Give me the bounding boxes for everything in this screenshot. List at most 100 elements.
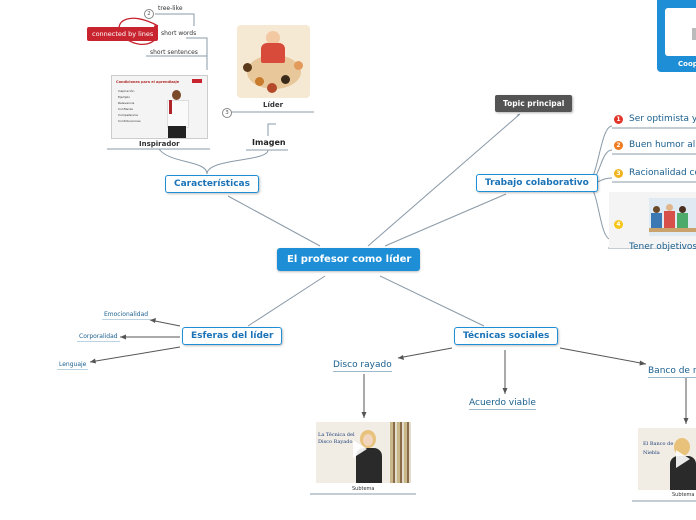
priority-1-icon: 1 xyxy=(614,115,623,124)
line-tecnicas-disco xyxy=(397,347,453,359)
team-member xyxy=(679,206,686,213)
tecnica-disco-rayado[interactable]: Disco rayado xyxy=(333,360,392,372)
disco-subtema-label: Subtema xyxy=(352,486,375,492)
team-member xyxy=(653,206,660,213)
line-root-caracteristicas xyxy=(227,195,321,247)
banco-subtema-label: Subtema xyxy=(672,492,695,498)
topic-caracteristicas[interactable]: Características xyxy=(165,175,259,193)
line-esferas-lenguaje xyxy=(89,346,181,363)
table xyxy=(649,228,696,232)
topic-trabajo-label: Trabajo colaborativo xyxy=(485,178,589,188)
team-member xyxy=(664,211,675,229)
badge-3: 3 xyxy=(222,108,232,118)
coop-label: Coop xyxy=(678,60,696,68)
disco-subtema-underline xyxy=(310,493,416,495)
arrow-disco-thumb xyxy=(361,412,367,418)
topic-tecnicas-label: Técnicas sociales xyxy=(463,331,550,341)
presenter-trousers xyxy=(168,126,186,138)
play-icon[interactable] xyxy=(353,440,367,458)
team-image xyxy=(649,198,696,236)
team-member xyxy=(677,213,688,229)
topic-caracteristicas-label: Características xyxy=(174,179,250,189)
coop-card[interactable]: Coop xyxy=(657,0,696,72)
arrow-banco-thumb xyxy=(683,418,689,424)
arrow-banco xyxy=(639,360,646,366)
inspirador-slide-list: Inspiración Ejemplo Relevancia Confianza… xyxy=(118,88,141,124)
child-figure xyxy=(243,63,252,72)
slide-item: Relevancia xyxy=(118,101,135,105)
slide-item: Ejemplo xyxy=(118,95,131,99)
line-root-topic-principal xyxy=(367,113,521,247)
banco-niebla-video-thumbnail[interactable]: El Banco de Niebla xyxy=(638,428,696,490)
line-car-imagen xyxy=(206,149,269,175)
line-tecnicas-banco xyxy=(559,347,647,365)
esferas-item-emocionalidad[interactable]: Emocionalidad xyxy=(102,311,151,320)
esferas-item-lenguaje[interactable]: Lenguaje xyxy=(57,361,89,370)
connected-by-lines-label[interactable]: connected by lines xyxy=(87,27,159,41)
disco-rayado-video-thumbnail[interactable]: La Técnica del Disco Rayado xyxy=(316,422,411,483)
slide-item: Contribuciones xyxy=(118,119,141,123)
play-icon[interactable] xyxy=(676,450,690,468)
topic-principal[interactable]: Topic principal xyxy=(495,95,573,112)
arrow-lenguaje xyxy=(90,358,96,364)
inspirador-image[interactable]: Condiciones para el aprendizaje Inspirac… xyxy=(111,75,208,139)
teacher-body xyxy=(261,43,285,63)
inspirador-label: Inspirador xyxy=(139,140,180,148)
trabajo-item-4-card[interactable] xyxy=(609,192,696,248)
arrow-disco xyxy=(398,355,404,360)
lider-label: Líder xyxy=(263,101,284,109)
coop-card-image xyxy=(665,8,696,56)
child-figure xyxy=(281,75,290,84)
line-car-inspirador xyxy=(158,148,208,175)
priority-2-icon: 2 xyxy=(614,141,623,150)
presenter-tie xyxy=(169,100,172,114)
arrow-corporalidad xyxy=(120,334,126,340)
child-figure xyxy=(255,77,264,86)
trabajo-item-3[interactable]: Racionalidad co xyxy=(629,168,696,178)
short-sentences-label[interactable]: short sentences xyxy=(150,49,198,56)
lider-image[interactable] xyxy=(237,25,310,98)
line-tree-like xyxy=(155,13,195,26)
topic-esferas-del-lider[interactable]: Esferas del líder xyxy=(182,327,283,345)
root-topic-label: El profesor como líder xyxy=(287,254,412,265)
slide-item: Competencia xyxy=(118,113,138,117)
arrow-emocionalidad xyxy=(150,318,156,323)
line-imagen-lider xyxy=(267,123,276,136)
presenter-face xyxy=(363,434,373,446)
esferas-item-corporalidad[interactable]: Corporalidad xyxy=(77,333,120,342)
presenter-head xyxy=(172,90,181,100)
banco-subtema-underline xyxy=(632,500,696,502)
topic-esferas-label: Esferas del líder xyxy=(191,331,274,341)
priority-4-icon: 4 xyxy=(614,220,623,229)
team-member xyxy=(651,213,662,229)
slide-item: Inspiración xyxy=(118,89,135,93)
root-topic[interactable]: El profesor como líder xyxy=(277,248,420,271)
line-root-trabajo xyxy=(384,193,507,247)
badge-2: 2 xyxy=(144,9,154,19)
tree-like-label[interactable]: tree-like xyxy=(158,5,183,12)
slide-item: Confianza xyxy=(118,107,133,111)
trabajo-item-2[interactable]: Buen humor al xyxy=(629,140,696,150)
inspirador-slide-title: Condiciones para el aprendizaje xyxy=(116,80,180,84)
imagen-label[interactable]: Imagen xyxy=(252,138,286,147)
tecnica-banco-de-niebla[interactable]: Banco de n xyxy=(648,366,696,378)
tecnica-acuerdo-viable[interactable]: Acuerdo viable xyxy=(469,398,536,410)
bookshelf xyxy=(390,422,411,483)
slide-logo xyxy=(192,79,202,83)
coop-card-image-shape xyxy=(692,28,696,40)
trabajo-item-4[interactable]: Tener objetivos xyxy=(629,242,696,252)
short-words-label[interactable]: short words xyxy=(161,30,197,37)
trabajo-item-1[interactable]: Ser optimista y xyxy=(629,114,696,124)
team-member xyxy=(666,204,673,211)
topic-principal-label: Topic principal xyxy=(503,99,565,108)
topic-trabajo-colaborativo[interactable]: Trabajo colaborativo xyxy=(476,174,598,192)
disco-thumb-title: La Técnica del Disco Rayado xyxy=(318,432,355,445)
topic-tecnicas-sociales[interactable]: Técnicas sociales xyxy=(454,327,559,345)
line-root-esferas xyxy=(247,275,326,327)
line-root-tecnicas xyxy=(379,275,485,327)
child-figure xyxy=(294,61,303,70)
child-figure xyxy=(267,83,277,93)
line-short-sentences xyxy=(146,55,208,70)
